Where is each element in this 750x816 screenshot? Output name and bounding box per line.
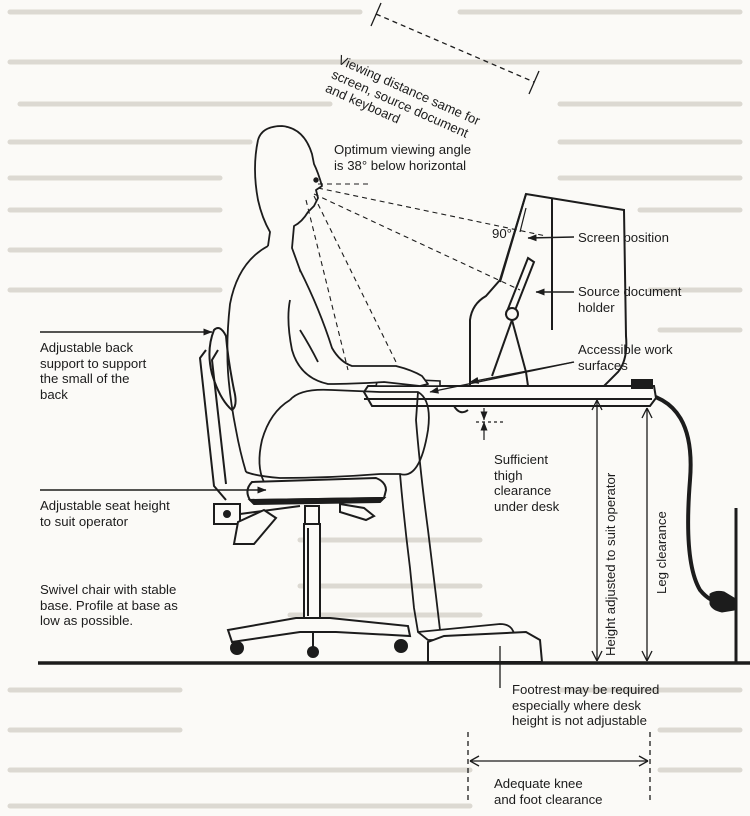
seated-person xyxy=(226,125,515,641)
knee-clearance-label: Adequate knee and foot clearance xyxy=(494,776,603,807)
leg-clearance-label: Leg clearance xyxy=(654,511,669,594)
footrest xyxy=(427,630,544,663)
footrest-label: Footrest may be required especially wher… xyxy=(512,682,660,728)
back-support-label: Adjustable back support to support the s… xyxy=(40,340,147,402)
angle-mark xyxy=(519,207,527,233)
thigh-clearance-marks xyxy=(476,408,504,440)
viewing-distance-dimension xyxy=(370,2,540,95)
angle-90-label: 90° xyxy=(492,226,512,241)
swivel-chair-label: Swivel chair with stable base. Profile a… xyxy=(40,582,178,628)
leader-arrows xyxy=(40,234,575,494)
chair xyxy=(198,327,412,658)
height-adjusted-label: Height adjusted to suit operator xyxy=(603,472,618,656)
power-cable xyxy=(631,390,738,663)
sight-lines xyxy=(305,183,547,371)
seat-height-label: Adjustable seat height to suit operator xyxy=(40,498,170,529)
leg-clearance-dimension xyxy=(641,407,653,662)
work-surfaces-label: Accessible work surfaces xyxy=(578,342,673,373)
knee-clearance-dimension xyxy=(467,732,651,804)
monitor xyxy=(469,192,628,387)
screen-position-label: Screen position xyxy=(578,230,669,245)
optimum-angle-label: Optimum viewing angle is 38° below horiz… xyxy=(334,142,472,173)
height-dimension xyxy=(591,399,603,662)
document-holder xyxy=(491,256,536,387)
thigh-clearance-label: Sufficient thigh clearance under desk xyxy=(494,452,560,514)
source-holder-label: Source document holder xyxy=(578,284,682,315)
